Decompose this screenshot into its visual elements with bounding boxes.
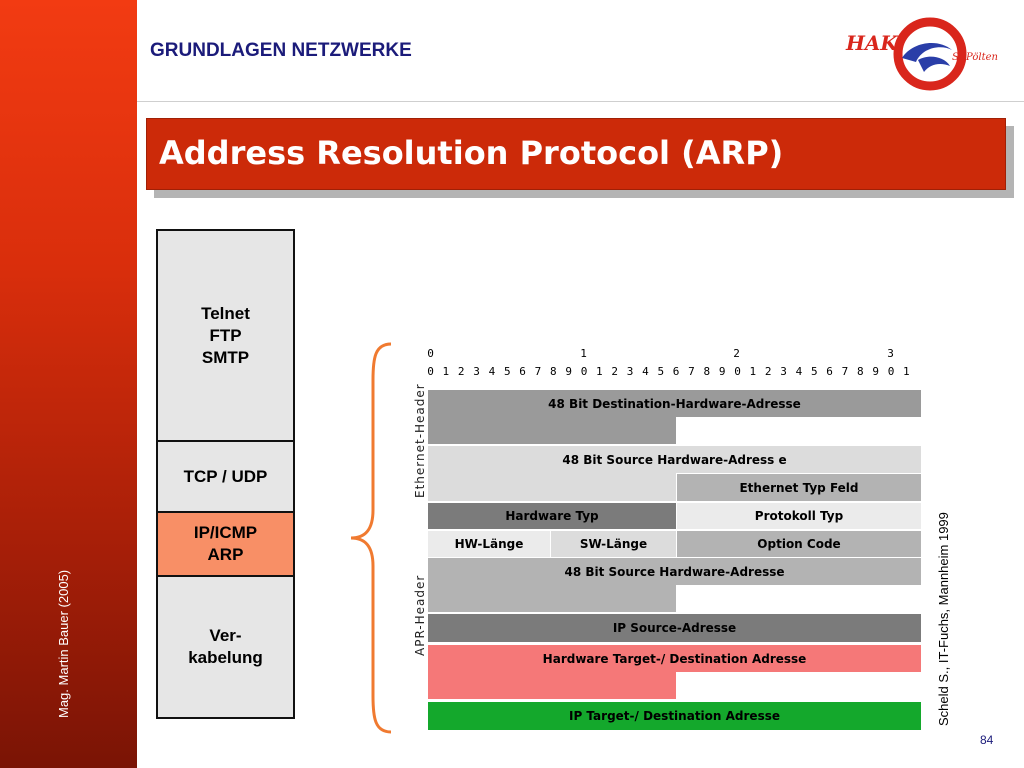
arp-src-hw-address-field: 48 Bit Source Hardware-Adresse <box>428 558 921 585</box>
bit-unit-label: 2 <box>611 365 618 378</box>
layer-line: SMTP <box>201 347 250 367</box>
bit-unit-label: 6 <box>826 365 833 378</box>
dest-hw-address-continuation <box>428 417 676 444</box>
bit-unit-label: 1 <box>749 365 757 378</box>
hardware-target-address-field: Hardware Target-/ Destination Adresse <box>428 645 921 672</box>
logo-text: HAK <box>845 31 899 55</box>
protocol-type-field: Protokoll Typ <box>677 503 921 529</box>
dest-hw-address-field: 48 Bit Destination-Hardware-Adresse <box>428 390 921 417</box>
layer-line: Telnet <box>201 303 250 323</box>
bit-unit-label: 8 <box>856 365 864 378</box>
arp-src-hw-address-continuation <box>428 585 676 612</box>
bit-unit-label: 7 <box>688 365 695 378</box>
bit-unit-label: 8 <box>549 365 557 378</box>
bit-unit-label: 6 <box>519 365 526 378</box>
layer-line: Ver- <box>209 626 242 645</box>
ethernet-header-label: Ethernet-Header <box>413 383 427 498</box>
arp-header-label: APR-Header <box>413 574 427 656</box>
layer-line: IP/ICMP <box>193 523 258 542</box>
hw-length-field: HW-Länge <box>428 531 550 557</box>
protocol-stack: Telnet FTP SMTP TCP / UDP IP/ICMP ARP Ve… <box>156 229 295 719</box>
layer-line: kabelung <box>188 648 263 667</box>
bit-unit-label: 9 <box>565 365 572 378</box>
bit-tens-label: 0 <box>427 347 434 360</box>
bit-unit-label: 4 <box>795 365 803 378</box>
layer-line: TCP / UDP <box>183 466 268 486</box>
bit-unit-label: 1 <box>596 365 603 378</box>
bit-unit-label: 7 <box>841 365 849 378</box>
header-divider <box>137 101 1024 102</box>
layer-line: FTP <box>209 325 242 345</box>
bit-unit-label: 2 <box>457 365 465 378</box>
layer-application: Telnet FTP SMTP <box>158 231 293 442</box>
layer-line: ARP <box>207 545 244 564</box>
bit-unit-label: 0 <box>734 365 741 378</box>
ethernet-type-field: Ethernet Typ Feld <box>677 474 921 501</box>
logo-subtext: St.Pölten <box>952 52 998 63</box>
bit-unit-label: 1 <box>442 365 450 378</box>
hardware-target-address-continuation <box>428 672 676 699</box>
bit-unit-label: 9 <box>872 365 879 378</box>
layer-transport: TCP / UDP <box>158 442 293 513</box>
source-citation: Scheld S., IT-Fuchs, Mannheim 1999 <box>936 512 951 726</box>
src-hw-address-field: 48 Bit Source Hardware-Adress e <box>428 446 921 473</box>
bit-unit-label: 8 <box>703 365 711 378</box>
bit-unit-label: 2 <box>764 365 772 378</box>
sw-length-field: SW-Länge <box>551 531 676 557</box>
bit-unit-label: 4 <box>488 365 496 378</box>
bit-unit-label: 0 <box>580 365 588 378</box>
option-code-field: Option Code <box>677 531 921 557</box>
bit-tens-label: 1 <box>580 347 587 360</box>
src-hw-address-continuation <box>428 473 676 501</box>
page-number: 84 <box>980 733 994 747</box>
bit-unit-label: 4 <box>642 365 649 378</box>
bit-unit-label: 5 <box>810 365 818 378</box>
slide-title: Address Resolution Protocol (ARP) <box>159 134 784 172</box>
bit-unit-label: 0 <box>887 365 895 378</box>
bit-tens-label: 2 <box>733 347 740 360</box>
bit-unit-label: 6 <box>672 365 680 378</box>
bit-unit-label: 5 <box>503 365 511 378</box>
bit-unit-label: 1 <box>903 365 910 378</box>
bit-unit-label: 3 <box>473 365 480 378</box>
curly-brace <box>350 342 392 734</box>
ip-target-address-field: IP Target-/ Destination Adresse <box>428 702 921 730</box>
bit-unit-label: 3 <box>626 365 634 378</box>
school-logo: HAK St.Pölten <box>845 17 998 91</box>
bit-unit-label: 7 <box>534 365 542 378</box>
section-title: GRUNDLAGEN NETZWERKE <box>150 40 412 61</box>
layer-physical: Ver- kabelung <box>158 577 293 717</box>
sidebar: Mag. Martin Bauer (2005) <box>0 0 137 768</box>
title-banner: Address Resolution Protocol (ARP) <box>146 118 1006 190</box>
ip-source-address-field: IP Source-Adresse <box>428 614 921 642</box>
bit-tens-label: 3 <box>887 347 894 360</box>
bit-unit-label: 5 <box>657 365 665 378</box>
hardware-type-field: Hardware Typ <box>428 503 676 529</box>
author-credit: Mag. Martin Bauer (2005) <box>56 569 71 718</box>
bit-unit-label: 9 <box>718 365 726 378</box>
layer-network: IP/ICMP ARP <box>158 513 293 577</box>
bit-unit-label: 3 <box>780 365 787 378</box>
bit-unit-label: 0 <box>427 365 434 378</box>
